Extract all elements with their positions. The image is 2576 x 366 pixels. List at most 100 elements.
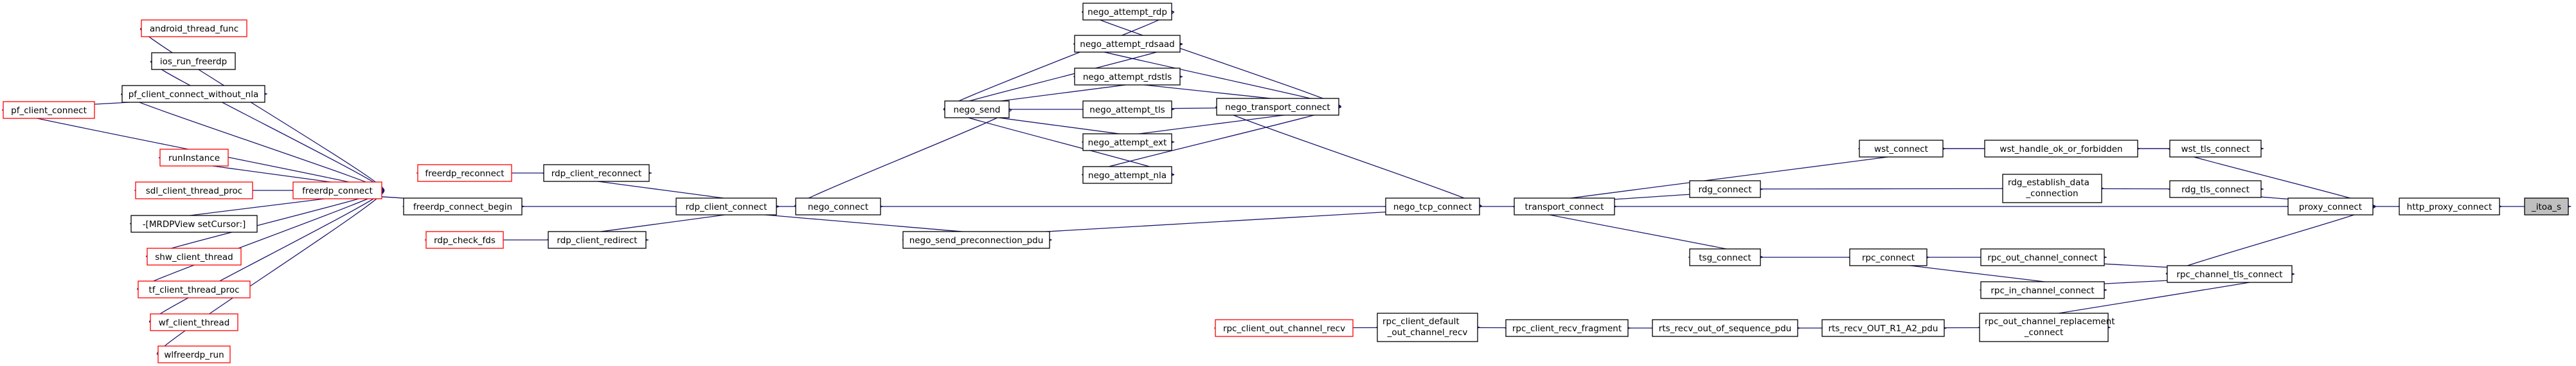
function-node[interactable]: sdl_client_thread_proc [135, 181, 253, 199]
function-node-box [121, 85, 265, 103]
call-edge [1215, 106, 1482, 206]
function-node[interactable]: rpc_in_channel_connect [1980, 281, 2105, 299]
function-node-label: pf_client_connect [11, 105, 87, 116]
function-node[interactable]: rts_recv_OUT_R1_A2_pdu [1821, 319, 1945, 337]
function-node-label: nego_attempt_nla [1088, 170, 1167, 181]
function-node[interactable]: nego_connect [795, 197, 881, 215]
function-node-box [1514, 197, 1615, 215]
function-node-box [543, 164, 650, 182]
function-node-label: rts_recv_OUT_R1_A2_pdu [1829, 324, 1938, 334]
function-node-label: rdp_check_fds [434, 235, 496, 246]
call-edge [121, 93, 384, 190]
function-node[interactable]: rdp_check_fds [425, 231, 504, 249]
function-node-label: _connection [2025, 188, 2078, 199]
function-node-box [2287, 197, 2374, 215]
function-node-label: nego_send_preconnection_pdu [909, 235, 1044, 246]
function-node-box [1377, 313, 1478, 342]
function-node-label: rdg_establish_data [2008, 178, 2089, 188]
function-node-box [1082, 133, 1172, 151]
function-node[interactable]: rdg_connect [1689, 180, 1761, 198]
function-node-label: runInstance [168, 153, 220, 163]
function-node-box [2167, 265, 2293, 283]
function-node[interactable]: tf_client_thread_proc [138, 280, 251, 298]
function-node-label: _itoa_s [2531, 202, 2561, 212]
function-node[interactable]: rdg_establish_data_connection [2002, 174, 2102, 203]
function-node[interactable]: rts_recv_out_of_sequence_pdu [1652, 319, 1798, 337]
function-node[interactable]: rpc_out_channel_connect [1980, 248, 2105, 266]
function-node[interactable]: android_thread_func [141, 19, 247, 37]
call-edge [2165, 206, 2376, 275]
function-node[interactable]: wst_tls_connect [2169, 140, 2262, 158]
function-node[interactable]: rdg_tls_connect [2169, 180, 2262, 198]
function-node[interactable]: nego_attempt_rdp [1082, 3, 1172, 21]
function-node[interactable]: nego_attempt_nla [1082, 166, 1172, 184]
function-node-box [1074, 68, 1181, 86]
function-node[interactable]: rdp_client_connect [675, 197, 777, 215]
function-node-box [130, 215, 258, 233]
function-node-box [1082, 166, 1172, 184]
function-node-box [1505, 319, 1629, 337]
function-node[interactable]: wst_handle_ok_or_forbidden [1984, 140, 2138, 158]
function-node[interactable]: rpc_connect [1849, 248, 1928, 266]
function-node-box [2399, 197, 2500, 215]
function-node[interactable]: nego_send_preconnection_pdu [902, 231, 1050, 249]
function-node[interactable]: nego_attempt_rdsaad [1074, 35, 1181, 53]
function-node-box [1980, 248, 2105, 266]
function-node[interactable]: rpc_client_out_channel_recv [1215, 319, 1354, 337]
function-node[interactable]: pf_client_connect [3, 101, 95, 119]
function-node[interactable]: proxy_connect [2287, 197, 2374, 215]
function-node[interactable]: nego_tcp_connect [1385, 197, 1480, 215]
function-node[interactable]: freerdp_connect_begin [403, 197, 523, 215]
function-node-box [147, 248, 242, 266]
function-node-label: sdl_client_thread_proc [146, 186, 242, 196]
function-node[interactable]: pf_client_connect_without_nla [121, 85, 265, 103]
function-node[interactable]: rdp_client_redirect [548, 231, 647, 249]
function-node[interactable]: _itoa_s [2524, 197, 2569, 215]
function-node-label: nego_attempt_rdp [1087, 7, 1167, 17]
function-node-label: -[MRDPView setCursor:] [143, 219, 246, 230]
function-node[interactable]: rpc_client_default_out_channel_recv [1377, 313, 1478, 342]
function-node-box [141, 19, 247, 37]
function-node-box [1216, 98, 1339, 116]
call-edge [137, 190, 384, 290]
function-node-box [3, 101, 95, 119]
function-node[interactable]: nego_attempt_ext [1082, 133, 1172, 151]
function-node-label: nego_attempt_rdsaad [1080, 39, 1174, 50]
function-node-box [548, 231, 647, 249]
function-node[interactable]: http_proxy_connect [2399, 197, 2500, 215]
function-node[interactable]: ios_run_freerdp [151, 52, 236, 70]
function-node[interactable]: nego_send [944, 100, 1010, 118]
function-node[interactable]: rpc_client_recv_fragment [1505, 319, 1629, 337]
function-node[interactable]: runInstance [159, 149, 229, 167]
function-node[interactable]: -[MRDPView setCursor:] [130, 215, 258, 233]
function-node[interactable]: freerdp_connect [292, 181, 382, 199]
function-node-label: rpc_client_default [1382, 316, 1460, 327]
function-node[interactable]: tsg_connect [1689, 248, 1761, 266]
function-node[interactable]: nego_attempt_tls [1082, 100, 1172, 118]
function-node[interactable]: rpc_channel_tls_connect [2167, 265, 2293, 283]
function-node[interactable]: nego_transport_connect [1216, 98, 1339, 116]
function-node[interactable]: shw_client_thread [147, 248, 242, 266]
function-node[interactable]: rpc_out_channel_replacement_connect [1979, 313, 2115, 342]
function-node-label: wlfreerdp_run [164, 350, 224, 360]
function-node-box [1215, 319, 1354, 337]
function-node-box [1849, 248, 1928, 266]
function-node-box [151, 52, 236, 70]
function-node[interactable]: freerdp_reconnect [417, 164, 512, 182]
function-node-label: rpc_client_recv_fragment [1512, 324, 1622, 334]
function-node-label: nego_attempt_tls [1089, 105, 1165, 115]
function-node-box [2524, 197, 2569, 215]
function-node-label: shw_client_thread [155, 252, 233, 262]
function-node[interactable]: nego_attempt_rdstls [1074, 68, 1181, 86]
function-node-label: rpc_channel_tls_connect [2176, 270, 2282, 280]
function-node[interactable]: wst_connect [1859, 140, 1944, 158]
function-node-label: rpc_connect [1862, 253, 1915, 263]
function-node[interactable]: wlfreerdp_run [157, 345, 231, 363]
function-node[interactable]: transport_connect [1514, 197, 1615, 215]
function-node-label: proxy_connect [2299, 202, 2362, 212]
function-node-label: rpc_client_out_channel_recv [1223, 324, 1345, 334]
nodes-layer: _itoa_s http_proxy_connect proxy_connect ws… [3, 3, 2569, 363]
function-node[interactable]: rdp_client_reconnect [543, 164, 650, 182]
function-node[interactable]: wf_client_thread [150, 313, 238, 331]
